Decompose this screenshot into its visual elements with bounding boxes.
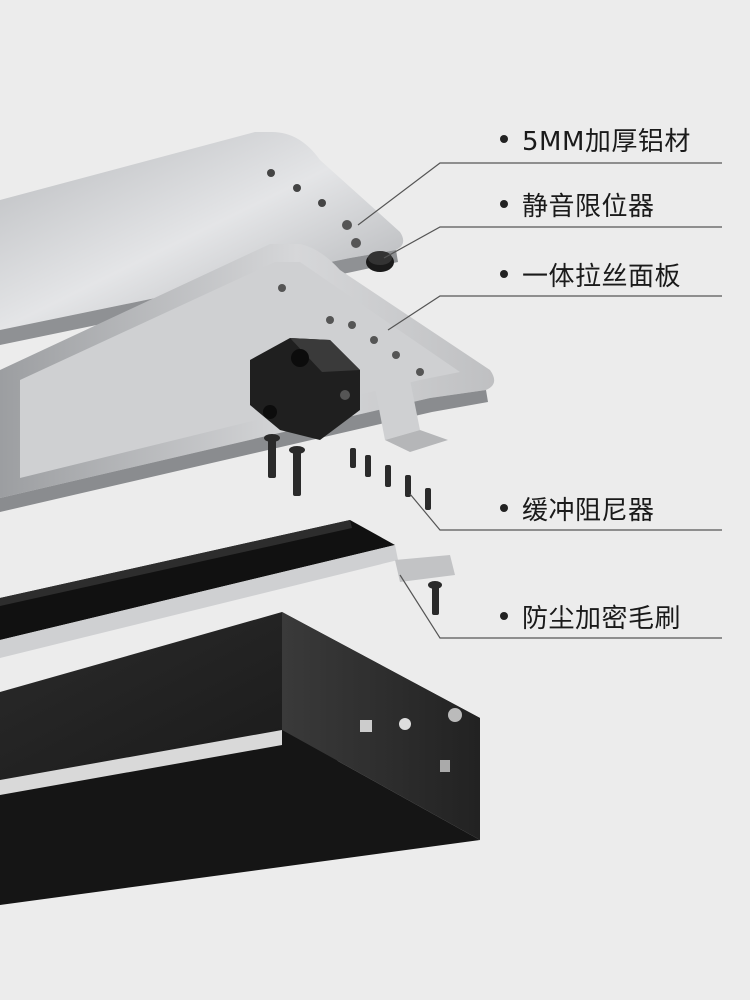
bullet-dot: [500, 504, 508, 512]
callout-label: 缓冲阻尼器: [522, 495, 655, 526]
callout-5mm-aluminum: 5MM加厚铝材: [500, 119, 750, 159]
leader-lines: [357, 162, 722, 639]
bullet-dot: [500, 612, 508, 620]
bullet-dot: [500, 135, 508, 143]
callout-label: 5MM加厚铝材: [522, 126, 691, 157]
callout-damper: 缓冲阻尼器: [500, 488, 750, 528]
screws: [264, 434, 442, 615]
bullet-dot: [500, 270, 508, 278]
callout-dust-brush: 防尘加密毛刷: [500, 596, 750, 636]
callout-brushed-panel: 一体拉丝面板: [500, 254, 750, 294]
callout-label: 防尘加密毛刷: [522, 603, 682, 634]
callout-silent-stopper: 静音限位器: [500, 184, 750, 224]
leader-line-1: [357, 162, 722, 226]
callout-label: 一体拉丝面板: [522, 261, 682, 292]
leader-line-5: [399, 574, 722, 639]
black-housing: [0, 612, 480, 905]
leader-line-2: [383, 226, 722, 259]
brushed-panel: [0, 244, 495, 512]
leader-line-4: [409, 493, 722, 531]
dust-brush: [0, 520, 455, 658]
callout-label: 静音限位器: [522, 191, 655, 222]
leader-line-3: [387, 295, 722, 331]
bullet-dot: [500, 200, 508, 208]
damper-block: [250, 338, 448, 452]
